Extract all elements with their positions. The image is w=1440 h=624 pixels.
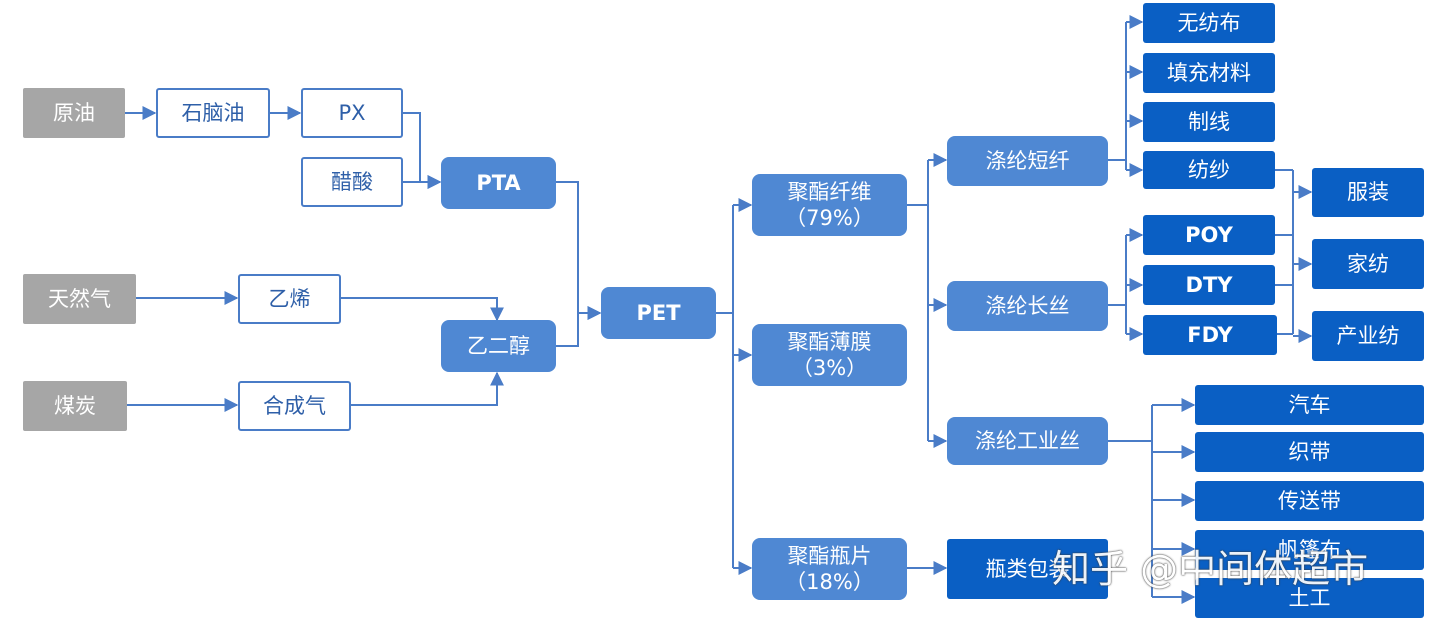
node-coal-label: 煤炭 <box>54 393 96 418</box>
node-naphtha-label: 石脑油 <box>181 100 245 125</box>
node-polyester-fiber-label: 聚酯纤维 <box>787 179 872 204</box>
node-industrial-yarn: 涤纶工业丝 <box>947 417 1108 465</box>
node-filament-label: 涤纶长丝 <box>985 293 1070 318</box>
arrow-ethylene-to-eg <box>341 297 504 322</box>
node-apparel: 服装 <box>1312 168 1424 217</box>
node-spinning: 纺纱 <box>1143 151 1275 189</box>
node-automobile: 汽车 <box>1195 385 1424 425</box>
node-canvas-label: 帆篷布 <box>1278 537 1341 562</box>
node-polyester-film-share: （3%） <box>791 356 868 380</box>
node-staple-fiber-label: 涤纶短纤 <box>985 148 1070 173</box>
node-polyester-chip-label: 聚酯瓶片 <box>787 543 872 568</box>
node-crude-oil: 原油 <box>23 88 125 138</box>
node-acetic-acid-label: 醋酸 <box>331 169 373 194</box>
node-polyester-chip-share: （18%） <box>785 570 874 594</box>
arrow-eg-to-pet <box>556 306 602 347</box>
node-apparel-label: 服装 <box>1347 180 1389 205</box>
node-filling-label: 填充材料 <box>1167 60 1251 85</box>
node-webbing-label: 织带 <box>1288 439 1331 464</box>
node-thread: 制线 <box>1143 102 1275 142</box>
node-thread-label: 制线 <box>1188 109 1230 134</box>
node-polyester-film: 聚酯薄膜 （3%） <box>752 324 907 386</box>
node-px: PX <box>301 88 403 138</box>
node-bottles: 瓶类包装 <box>947 539 1108 599</box>
node-ethylene: 乙烯 <box>238 274 341 324</box>
node-px-label: PX <box>338 100 366 125</box>
node-industrial-textile-label: 产业纺 <box>1336 323 1400 348</box>
node-home-textile: 家纺 <box>1312 239 1424 289</box>
node-spinning-label: 纺纱 <box>1188 157 1230 182</box>
node-filament: 涤纶长丝 <box>947 281 1108 331</box>
node-automobile-label: 汽车 <box>1288 392 1331 417</box>
node-home-textile-label: 家纺 <box>1347 251 1389 276</box>
node-filling: 填充材料 <box>1143 53 1275 93</box>
node-polyester-fiber-share: （79%） <box>785 206 874 230</box>
node-fdy-label: FDY <box>1187 322 1233 347</box>
node-geotextile: 土工 <box>1195 578 1424 618</box>
node-pta-label: PTA <box>476 170 521 195</box>
watermark: 知乎 @中间体超市 <box>1052 547 1369 591</box>
node-dty: DTY <box>1143 265 1275 305</box>
node-natural-gas-label: 天然气 <box>48 286 111 311</box>
node-syngas-label: 合成气 <box>263 393 326 418</box>
node-poy: POY <box>1143 215 1275 255</box>
node-natural-gas: 天然气 <box>23 274 136 324</box>
node-geotextile-label: 土工 <box>1288 585 1331 610</box>
node-conveyor-belt-label: 传送带 <box>1278 488 1341 513</box>
node-nonwoven-label: 无纺布 <box>1177 10 1241 35</box>
node-naphtha: 石脑油 <box>156 88 270 138</box>
node-crude-oil-label: 原油 <box>53 100 95 125</box>
node-ethylene-glycol-label: 乙二醇 <box>467 333 530 358</box>
node-pet-label: PET <box>636 300 681 325</box>
node-dty-label: DTY <box>1185 272 1233 297</box>
node-bottles-label: 瓶类包装 <box>985 556 1070 581</box>
node-syngas: 合成气 <box>238 381 351 431</box>
arrow-pta-to-pet <box>556 181 602 320</box>
node-poy-label: POY <box>1185 222 1233 247</box>
arrow-px-to-pta <box>403 112 442 189</box>
node-pta: PTA <box>441 157 556 209</box>
node-fdy: FDY <box>1143 315 1277 355</box>
node-polyester-fiber: 聚酯纤维 （79%） <box>752 174 907 236</box>
node-industrial-yarn-label: 涤纶工业丝 <box>975 428 1080 453</box>
node-ethylene-label: 乙烯 <box>268 286 311 311</box>
node-polyester-chip: 聚酯瓶片 （18%） <box>752 538 907 600</box>
node-conveyor-belt: 传送带 <box>1195 481 1424 521</box>
node-nonwoven: 无纺布 <box>1143 3 1275 43</box>
node-staple-fiber: 涤纶短纤 <box>947 136 1108 186</box>
node-webbing: 织带 <box>1195 432 1424 472</box>
arrow-syngas-to-eg <box>351 371 504 406</box>
node-pet: PET <box>601 287 716 339</box>
node-polyester-film-label: 聚酯薄膜 <box>787 329 872 354</box>
node-industrial-textile: 产业纺 <box>1312 311 1424 361</box>
node-coal: 煤炭 <box>23 381 127 431</box>
node-ethylene-glycol: 乙二醇 <box>441 320 556 372</box>
node-acetic-acid: 醋酸 <box>301 157 403 207</box>
node-canvas: 帆篷布 <box>1195 530 1424 570</box>
